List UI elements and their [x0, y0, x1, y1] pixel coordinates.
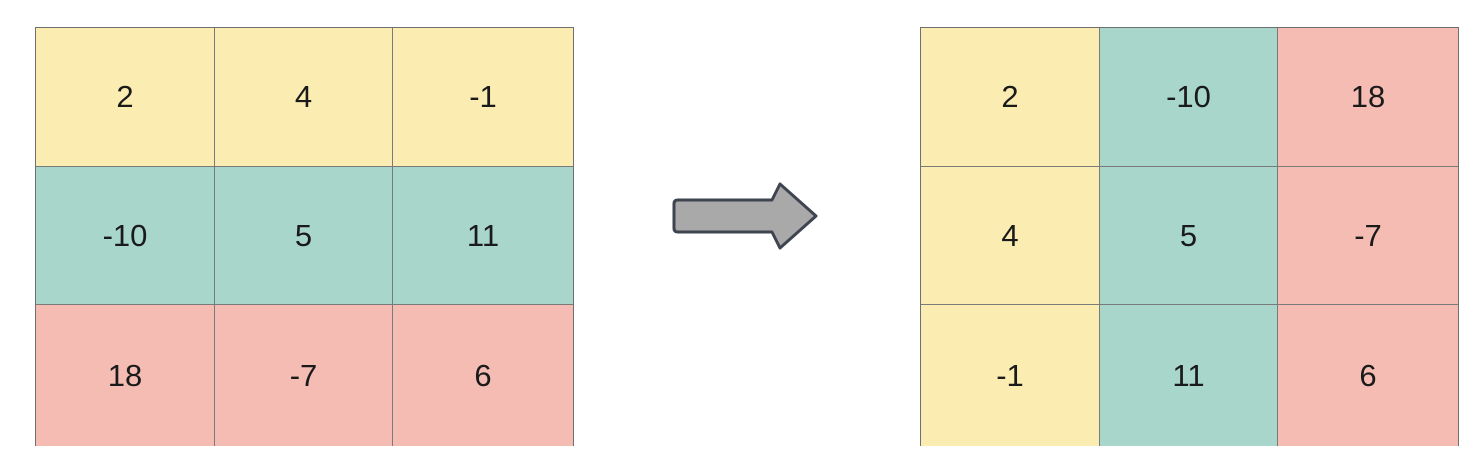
- matrix-cell: 11: [1100, 305, 1278, 446]
- matrix-cell: -10: [1100, 28, 1278, 167]
- matrix-cell: 5: [215, 167, 393, 305]
- original-matrix: 2 4 -1 -10 5 11 18 -7 6: [35, 27, 574, 446]
- matrix-cell: 5: [1100, 167, 1278, 305]
- matrix-cell: 4: [215, 28, 393, 167]
- matrix-cell: 2: [36, 28, 215, 167]
- matrix-cell: 4: [921, 167, 1100, 305]
- matrix-cell: 18: [36, 305, 215, 446]
- matrix-cell: -1: [921, 305, 1100, 446]
- matrix-cell: 2: [921, 28, 1100, 167]
- matrix-cell: -7: [215, 305, 393, 446]
- matrix-cell: -10: [36, 167, 215, 305]
- matrix-cell: 11: [393, 167, 573, 305]
- matrix-cell: -7: [1278, 167, 1458, 305]
- matrix-cell: 6: [393, 305, 573, 446]
- matrix-cell: 18: [1278, 28, 1458, 167]
- matrix-cell: -1: [393, 28, 573, 167]
- matrix-cell: 6: [1278, 305, 1458, 446]
- right-arrow-icon: [672, 182, 818, 250]
- transposed-matrix: 2 -10 18 4 5 -7 -1 11 6: [920, 27, 1459, 446]
